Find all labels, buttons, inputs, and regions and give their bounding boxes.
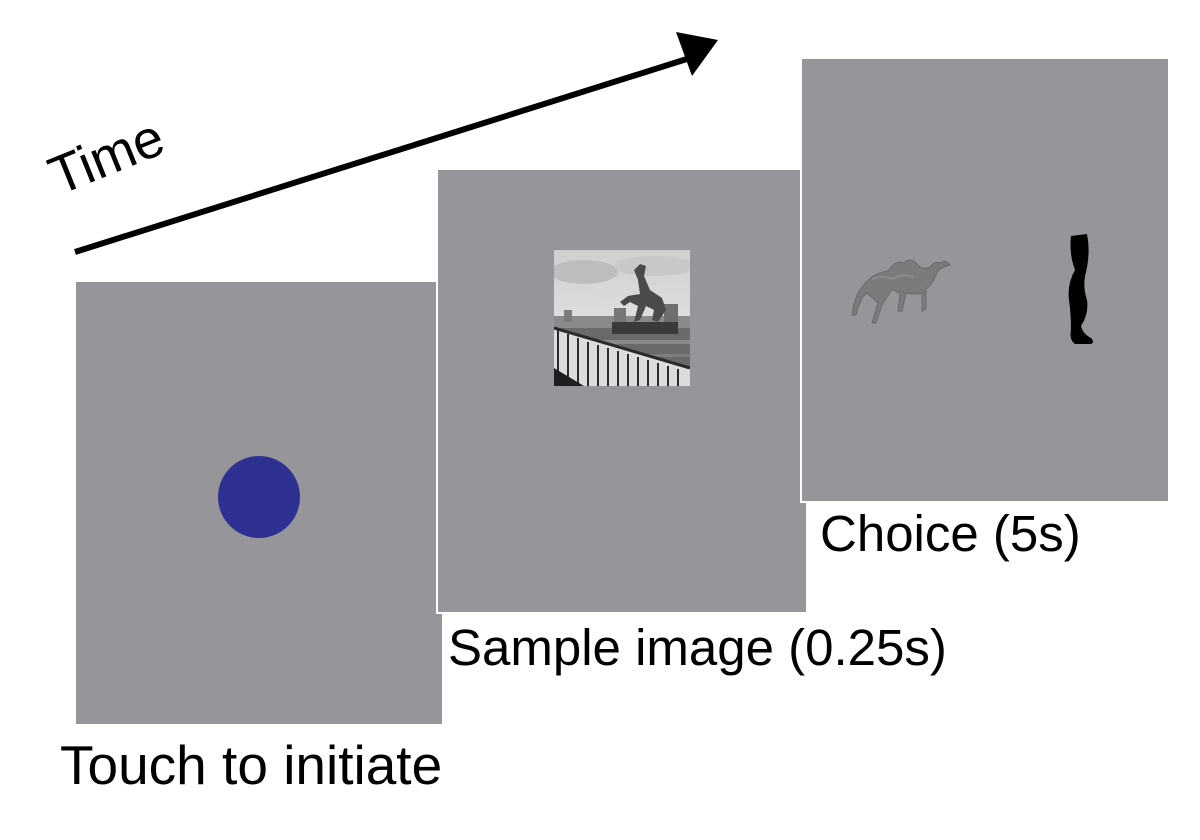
time-label: Time xyxy=(40,106,173,207)
touch-caption: Touch to initiate xyxy=(60,734,443,796)
choice-caption: Choice (5s) xyxy=(820,505,1081,562)
initiation-dot[interactable] xyxy=(218,456,300,538)
sample-screen-panel xyxy=(436,168,808,614)
leg-silhouette-icon[interactable] xyxy=(1057,234,1097,344)
touch-screen-panel xyxy=(74,280,444,726)
camel-icon[interactable] xyxy=(842,249,952,329)
time-arrow-head xyxy=(676,32,718,76)
sample-image xyxy=(554,250,690,386)
choice-screen-panel xyxy=(800,57,1170,503)
sample-caption: Sample image (0.25s) xyxy=(448,619,947,676)
